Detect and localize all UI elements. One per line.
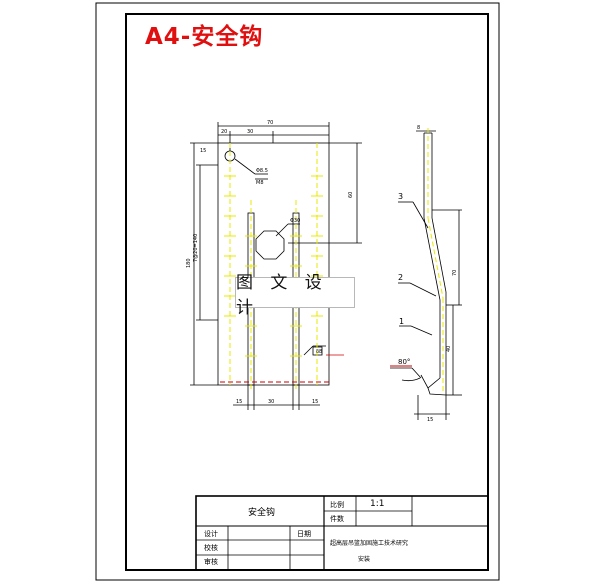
dim-text-right-height: 60 [348, 192, 354, 198]
side-view [390, 130, 462, 420]
side-centerline [427, 128, 444, 392]
plate-outline [217, 142, 330, 386]
tb-scale-label: 比例 [330, 501, 344, 509]
dim-text-small-top: 15 [200, 148, 206, 154]
tb-org-line1: 超高层吊篮加固施工技术研究 [330, 540, 409, 547]
dim-text-side-bottom: 15 [427, 417, 433, 423]
dim-text-hole-note: M8 [256, 180, 264, 186]
dim-text-weld: δ8 [316, 349, 322, 355]
dim-text-bottom-mid: 30 [268, 399, 274, 405]
dim-text-top-left: 20 [221, 129, 227, 135]
callout-1: 1 [399, 317, 404, 326]
dim-text-side-lower: 40 [446, 346, 452, 352]
drawing-title: A4-安全钩 [145, 24, 264, 50]
front-dim-texts: 70 20 30 15 Φ8.5 M8 Φ30 δ8 15 30 15 60 1… [186, 120, 354, 405]
callout-3: 3 [398, 192, 403, 201]
callout-2: 2 [398, 273, 403, 282]
dim-text-top-width: 70 [267, 120, 273, 126]
dim-text-hole-small: Φ8.5 [256, 168, 268, 174]
dim-text-left-spacing: 7@20=140 [193, 234, 199, 262]
title-block [195, 495, 489, 571]
tb-scale-value: 1:1 [370, 499, 385, 509]
tb-designer-label: 设计 [204, 530, 218, 538]
tb-org-line2: 安装 [358, 556, 371, 563]
dim-text-bottom-left: 15 [236, 399, 242, 405]
dim-text-top-mid: 30 [247, 129, 253, 135]
outer-border [95, 2, 500, 581]
dim-text-hole-big: Φ30 [290, 218, 300, 224]
front-view [190, 122, 362, 410]
dim-text-angle: 80° [398, 358, 410, 366]
side-dim-texts: 3 2 1 80° 8 15 70 40 [398, 125, 458, 423]
tb-quantity-label: 件数 [330, 515, 344, 523]
tb-checker-label: 校核 [204, 544, 218, 552]
dim-text-side-upper: 70 [452, 270, 458, 276]
watermark-label: 图 文 设 计 [235, 273, 355, 318]
tb-date-label: 日期 [297, 530, 311, 538]
front-crossmarks [224, 175, 323, 357]
dim-text-top-thk: 8 [417, 125, 420, 131]
tb-part-name: 安全钩 [248, 508, 276, 518]
front-centerlines [220, 143, 330, 390]
large-hole [255, 230, 285, 260]
tb-reviewer-label: 审核 [204, 558, 218, 566]
dim-text-left-total: 180 [186, 258, 192, 268]
dim-text-bottom-right: 15 [312, 399, 318, 405]
